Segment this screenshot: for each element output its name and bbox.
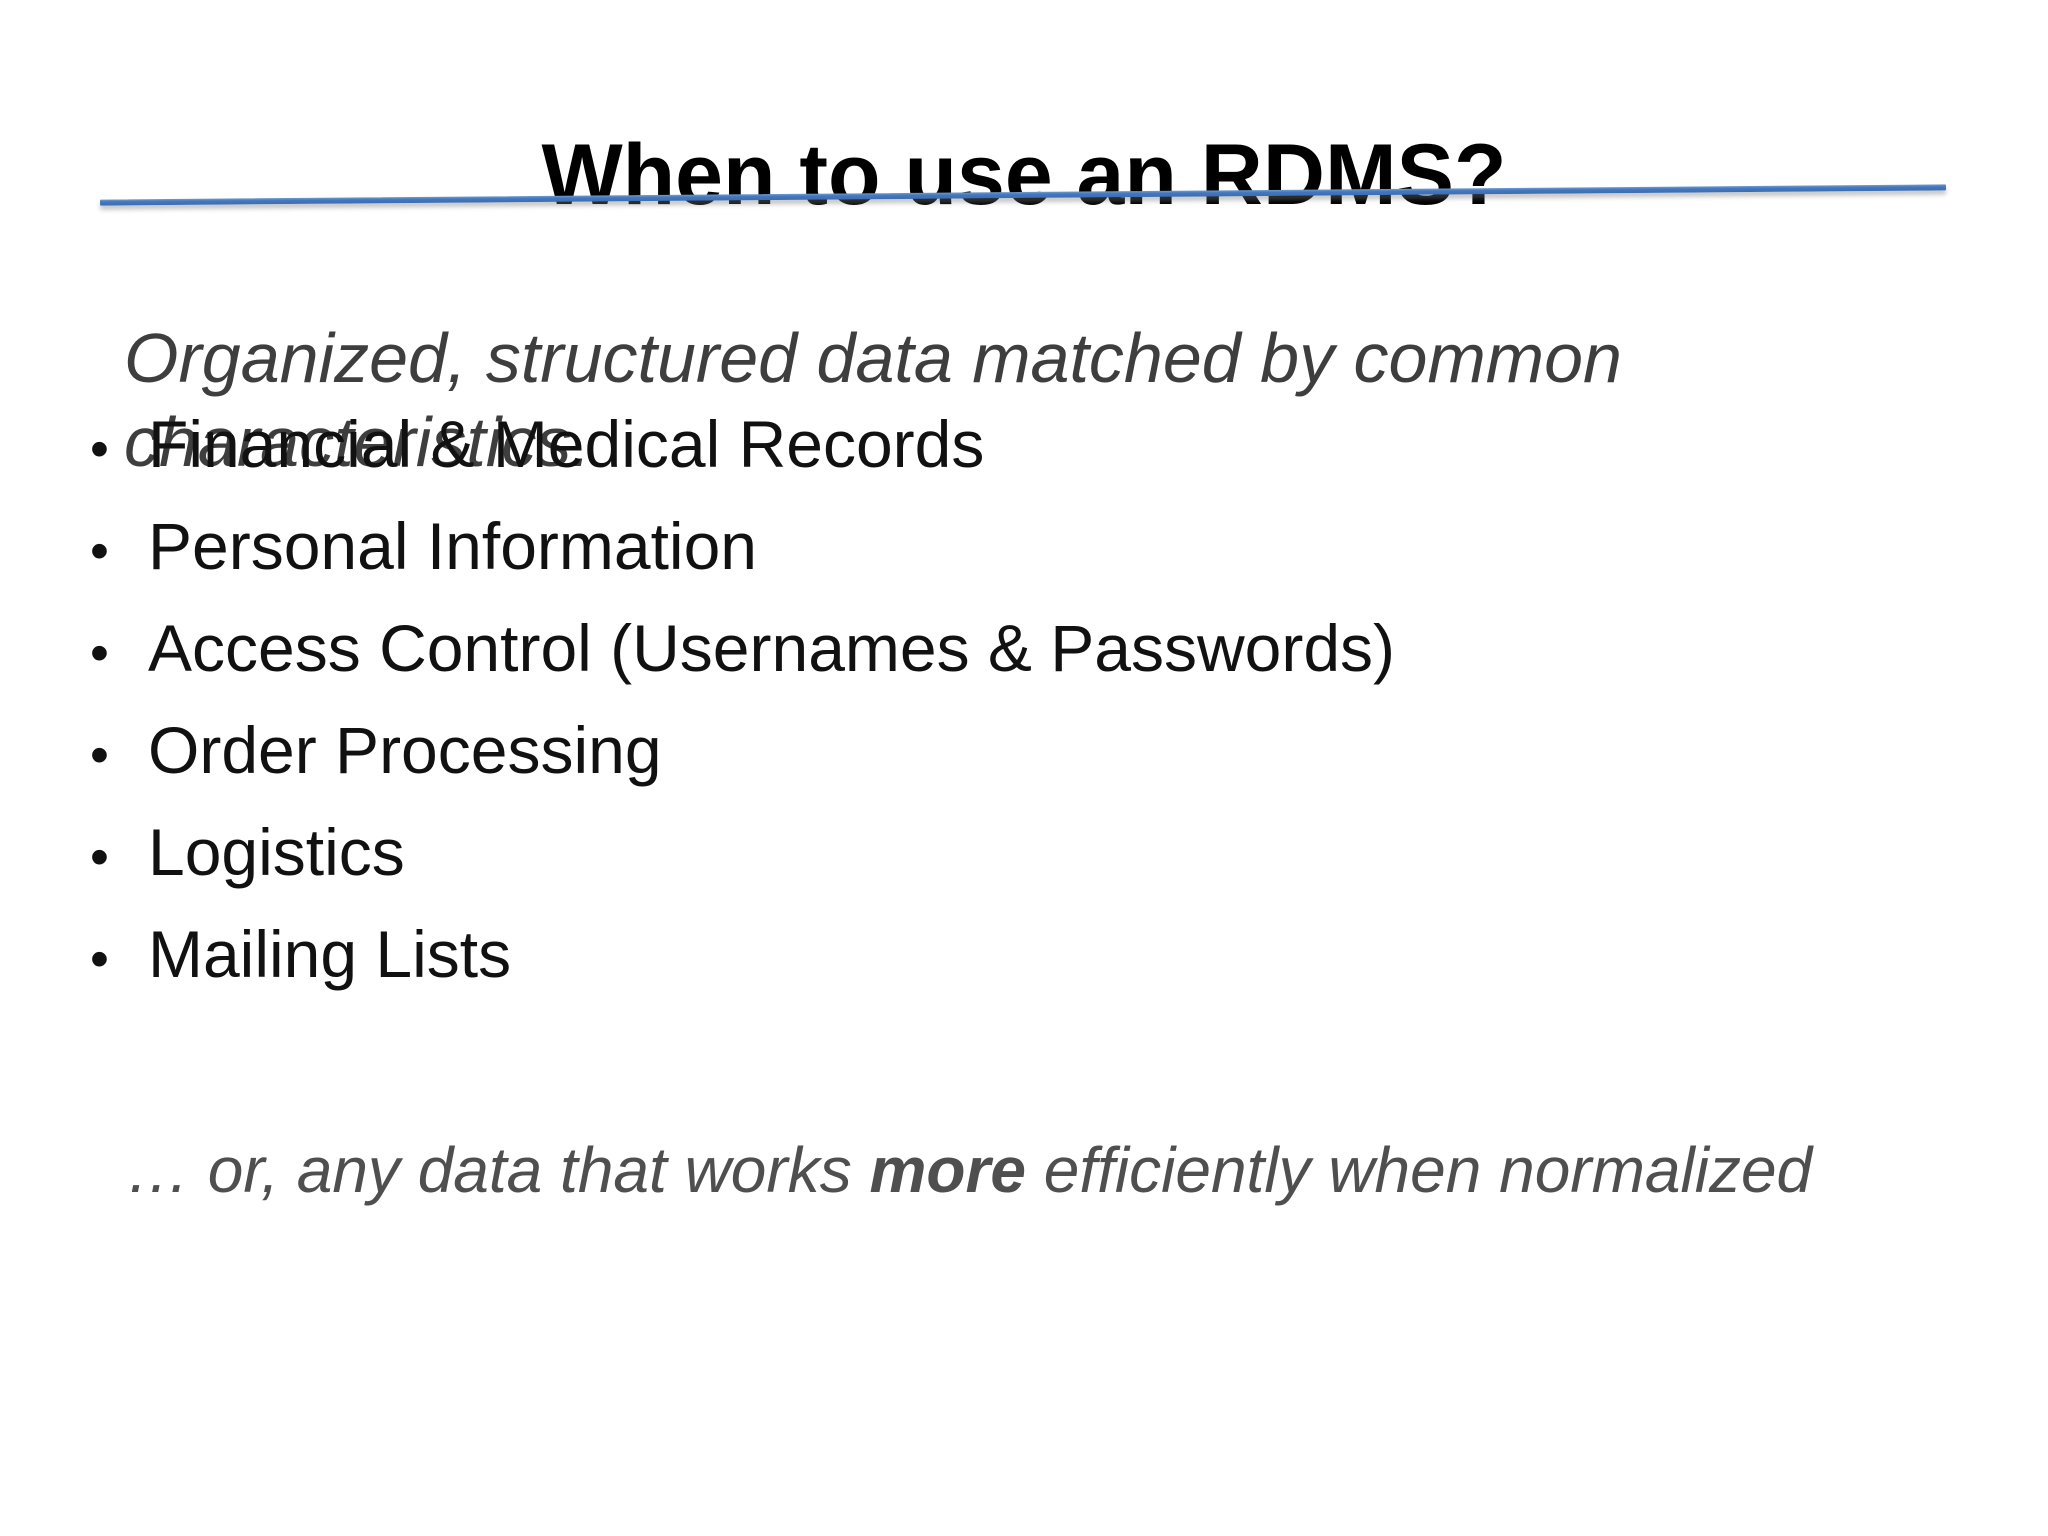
footer-note-emphasis: more — [869, 1134, 1026, 1206]
footer-note-prefix: … or, any data that works — [126, 1134, 870, 1206]
bullet-list: • Financial & Medical Records • Personal… — [90, 396, 1890, 1008]
list-item: • Financial & Medical Records — [90, 396, 1890, 498]
bullet-icon: • — [90, 419, 109, 479]
list-item: • Order Processing — [90, 702, 1890, 804]
bullet-icon: • — [90, 725, 109, 785]
bullet-icon: • — [90, 623, 109, 683]
bullet-label: Order Processing — [148, 713, 662, 787]
list-item: • Access Control (Usernames & Passwords) — [90, 600, 1890, 702]
bullet-label: Personal Information — [148, 509, 757, 583]
list-item: • Personal Information — [90, 498, 1890, 600]
bullet-icon: • — [90, 827, 109, 887]
footer-note-suffix: efficiently when normalized — [1025, 1134, 1813, 1206]
bullet-label: Mailing Lists — [148, 917, 512, 991]
bullet-icon: • — [90, 521, 109, 581]
lead-paragraph: Organized, structured data matched by co… — [124, 319, 1622, 481]
slide-title: When to use an RDMS? — [541, 126, 1507, 223]
bullet-label: Access Control (Usernames & Passwords) — [148, 611, 1396, 685]
list-item: • Logistics — [90, 804, 1890, 906]
bullet-icon: • — [90, 929, 109, 989]
bullet-label: Logistics — [148, 815, 405, 889]
bullet-label: Financial & Medical Records — [148, 407, 985, 481]
list-item: • Mailing Lists — [90, 906, 1890, 1008]
footer-note: … or, any data that works more efficient… — [126, 1132, 1926, 1209]
